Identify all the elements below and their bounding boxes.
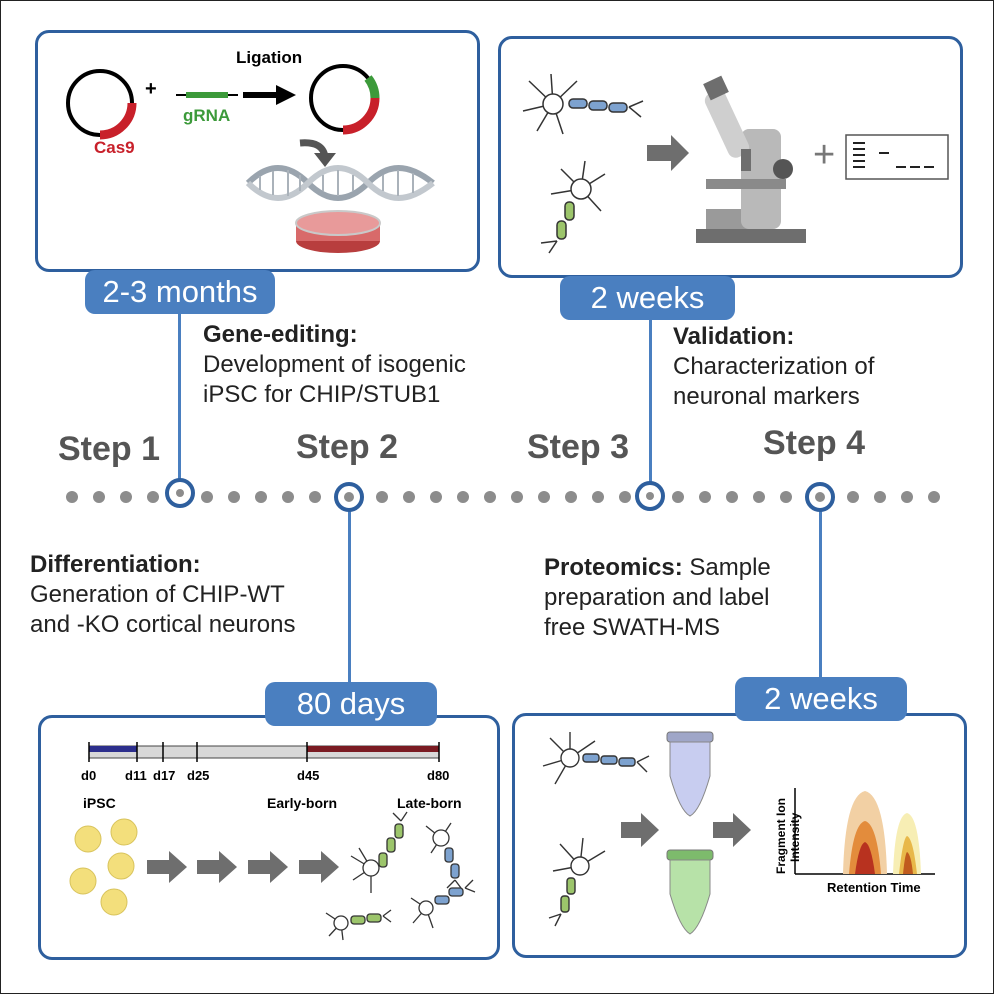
step1-duration-badge: 2-3 months — [85, 270, 275, 314]
neuron-green-icon — [540, 160, 606, 254]
neuron-green-small-icon — [325, 909, 392, 941]
chart-xlabel: Retention Time — [827, 880, 921, 895]
neuron-blue-icon — [522, 73, 644, 135]
neuron-blue-icon — [542, 732, 650, 785]
microscope-icon — [696, 75, 806, 243]
neuron-green-icon — [548, 837, 606, 927]
step4-line2: free SWATH-MS — [544, 614, 721, 641]
proteomics-illustration: Fragment Ion Intensity Retention Time — [542, 731, 935, 935]
tube-green-icon — [666, 849, 714, 935]
step1-line1: Development of isogenic — [203, 351, 466, 378]
ipsc-label: iPSC — [83, 795, 116, 811]
chromatogram-chart — [794, 788, 935, 875]
step4-heading-rest: Sample — [682, 554, 771, 581]
step3-line2: neuronal markers — [673, 383, 860, 410]
ligated-plasmid-icon — [309, 64, 380, 135]
step2-label: Step 2 — [296, 428, 399, 466]
tube-blue-icon — [666, 731, 714, 817]
curved-arrow-icon — [299, 139, 336, 167]
differentiation-timeline-bar — [88, 742, 440, 762]
proteomics-panel: Fragment Ion Intensity Retention Time — [512, 713, 967, 958]
step1-line2: iPSC for CHIP/STUB1 — [203, 381, 441, 408]
gene-editing-illustration: Cas9 + gRNA Ligation — [66, 48, 435, 253]
step4-line1: preparation and label — [544, 584, 770, 611]
gene-editing-panel: Cas9 + gRNA Ligation — [35, 30, 480, 272]
step1-connector — [178, 314, 181, 484]
day-label-d45: d45 — [297, 768, 319, 783]
step1-heading: Gene-editing: — [203, 321, 358, 348]
step3-connector — [649, 318, 652, 484]
day-label-d17: d17 — [153, 768, 175, 783]
petri-dish-icon — [295, 210, 381, 253]
plus-sign: + — [145, 78, 157, 100]
day-label-d80: d80 — [427, 768, 449, 783]
step3-line1: Characterization of — [673, 353, 875, 380]
ligation-label: Ligation — [236, 48, 302, 67]
differentiation-arrows — [147, 851, 339, 883]
step4-heading: Proteomics: — [544, 554, 683, 581]
step2-description: Differentiation: Generation of CHIP-WT a… — [30, 550, 295, 640]
timeline-dots — [66, 491, 940, 503]
step2-line2: and -KO cortical neurons — [30, 611, 296, 638]
dotted-timeline — [66, 478, 940, 512]
day-label-d0: d0 — [81, 768, 96, 783]
step4-connector — [819, 508, 822, 682]
arrow-icon — [647, 135, 689, 171]
day-label-d11: d11 — [125, 768, 147, 783]
dna-helix-icon — [245, 165, 435, 201]
step3-description: Validation: Characterization of neuronal… — [673, 322, 874, 412]
late-born-label: Late-born — [397, 795, 462, 811]
day-label-d25: d25 — [187, 768, 209, 783]
neuron-blue-small-icon — [410, 879, 476, 929]
gel-blot-icon — [845, 134, 949, 180]
plus-sign: + — [813, 134, 835, 176]
neuron-green-icon — [350, 811, 408, 893]
step1-label: Step 1 — [58, 430, 161, 468]
step4-label: Step 4 — [763, 424, 866, 462]
step2-duration-badge: 80 days — [265, 682, 437, 726]
neuron-blue-icon — [425, 822, 462, 889]
grna-label: gRNA — [183, 106, 230, 125]
step4-description: Proteomics: Sample preparation and label… — [544, 553, 771, 643]
validation-panel: + — [498, 36, 963, 278]
step2-heading: Differentiation: — [30, 551, 201, 578]
step4-duration-badge: 2 weeks — [735, 677, 907, 721]
proteomics-arrows — [621, 813, 751, 847]
cas9-label: Cas9 — [94, 138, 135, 157]
step3-duration-badge: 2 weeks — [560, 276, 735, 320]
step3-label: Step 3 — [527, 428, 630, 466]
differentiation-panel: d0 d11 d17 d25 d45 d80 iPSC Early-born L… — [38, 715, 500, 960]
validation-illustration: + — [522, 73, 949, 254]
step3-heading: Validation: — [673, 323, 795, 350]
step2-connector — [348, 508, 351, 682]
differentiation-illustration: d0 d11 d17 d25 d45 d80 iPSC Early-born L… — [69, 742, 476, 941]
ipsc-colonies-icon — [69, 818, 138, 916]
chart-ylabel-line1: Fragment Ion — [774, 798, 788, 874]
ligation-arrow-icon — [243, 85, 296, 105]
step1-description: Gene-editing: Development of isogenic iP… — [203, 320, 466, 410]
step2-line1: Generation of CHIP-WT — [30, 581, 285, 608]
early-born-label: Early-born — [267, 795, 337, 811]
chart-ylabel-line2: Intensity — [788, 812, 802, 862]
cas9-plasmid-icon — [66, 69, 137, 140]
